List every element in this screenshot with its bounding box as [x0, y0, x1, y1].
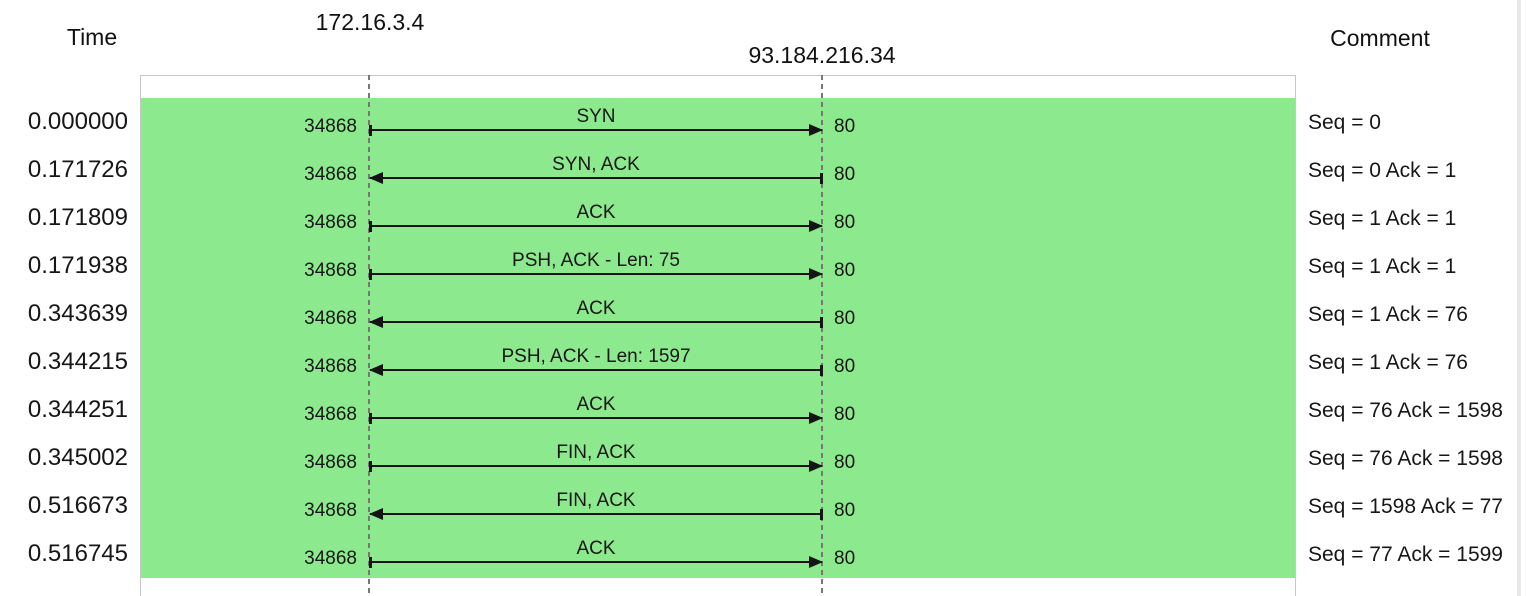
node-lifeline-client	[368, 75, 370, 596]
time-label: 0.516745	[27, 540, 128, 567]
origin-tick	[820, 509, 823, 520]
seq-ack-comment: Seq = 1598 Ack = 77	[1308, 495, 1503, 518]
packet-arrow[interactable]	[369, 460, 823, 472]
node-header-server-ip: 93.184.216.34	[748, 42, 896, 68]
src-port-label: 34868	[304, 212, 357, 233]
dst-port-label: 80	[834, 116, 856, 137]
seq-ack-comment: Seq = 77 Ack = 1599	[1308, 543, 1503, 566]
src-port-label: 34868	[304, 116, 357, 137]
dst-port-label: 80	[834, 404, 856, 425]
arrowhead-icon	[809, 412, 823, 424]
tcp-flags-label: FIN, ACK	[556, 490, 636, 511]
dst-port-label: 80	[834, 548, 856, 569]
arrowhead-icon	[809, 220, 823, 232]
seq-ack-comment: Seq = 76 Ack = 1598	[1308, 447, 1503, 470]
arrowhead-icon	[809, 460, 823, 472]
packet-arrow[interactable]	[369, 268, 823, 280]
origin-tick	[369, 221, 372, 232]
src-port-label: 34868	[304, 500, 357, 521]
time-label: 0.171809	[27, 204, 128, 231]
arrowhead-icon	[369, 364, 383, 376]
tcp-flags-label: SYN	[576, 106, 616, 127]
packet-arrow[interactable]	[369, 556, 823, 568]
node-lifeline-server	[821, 75, 823, 596]
packet-arrow[interactable]	[369, 220, 823, 232]
arrowhead-icon	[809, 268, 823, 280]
arrowhead-icon	[369, 508, 383, 520]
column-header-time: Time	[66, 24, 118, 50]
dst-port-label: 80	[834, 212, 856, 233]
src-port-label: 34868	[304, 260, 357, 281]
time-label: 0.343639	[27, 300, 128, 327]
src-port-label: 34868	[304, 404, 357, 425]
seq-ack-comment: Seq = 0	[1308, 111, 1381, 134]
packet-arrow[interactable]	[369, 316, 823, 328]
time-label: 0.344251	[27, 396, 128, 423]
dst-port-label: 80	[834, 356, 856, 377]
time-label: 0.344215	[27, 348, 128, 375]
tcp-flags-label: SYN, ACK	[552, 154, 640, 175]
time-label: 0.000000	[27, 108, 128, 135]
time-label: 0.171938	[27, 252, 128, 279]
time-label: 0.171726	[27, 156, 128, 183]
seq-ack-comment: Seq = 1 Ack = 76	[1308, 303, 1468, 326]
origin-tick	[369, 269, 372, 280]
src-port-label: 34868	[304, 548, 357, 569]
dst-port-label: 80	[834, 260, 856, 281]
origin-tick	[369, 557, 372, 568]
tcp-flags-label: ACK	[576, 202, 616, 223]
packet-arrow[interactable]	[369, 172, 823, 184]
tcp-flags-label: FIN, ACK	[556, 442, 636, 463]
origin-tick	[820, 317, 823, 328]
time-label: 0.516673	[27, 492, 128, 519]
packet-arrow[interactable]	[369, 364, 823, 376]
tcp-flags-label: ACK	[576, 538, 616, 559]
seq-ack-comment: Seq = 1 Ack = 1	[1308, 255, 1457, 278]
origin-tick	[369, 461, 372, 472]
node-header-client-ip: 172.16.3.4	[315, 9, 425, 35]
column-header-comment: Comment	[1330, 25, 1430, 51]
tcp-flags-label: ACK	[576, 394, 616, 415]
seq-ack-comment: Seq = 0 Ack = 1	[1308, 159, 1457, 182]
dst-port-label: 80	[834, 452, 856, 473]
arrowhead-icon	[809, 556, 823, 568]
dst-port-label: 80	[834, 500, 856, 521]
src-port-label: 34868	[304, 452, 357, 473]
src-port-label: 34868	[304, 308, 357, 329]
arrowhead-icon	[809, 124, 823, 136]
src-port-label: 34868	[304, 164, 357, 185]
tcp-flags-label: ACK	[576, 298, 616, 319]
arrowhead-icon	[369, 172, 383, 184]
origin-tick	[820, 173, 823, 184]
origin-tick	[369, 125, 372, 136]
seq-ack-comment: Seq = 1 Ack = 1	[1308, 207, 1457, 230]
tcp-flags-label: PSH, ACK - Len: 1597	[501, 346, 691, 367]
scrollbar-track[interactable]	[1517, 0, 1521, 596]
dst-port-label: 80	[834, 164, 856, 185]
dst-port-label: 80	[834, 308, 856, 329]
packet-arrow[interactable]	[369, 412, 823, 424]
origin-tick	[369, 413, 372, 424]
arrowhead-icon	[369, 316, 383, 328]
packet-arrow[interactable]	[369, 124, 823, 136]
seq-ack-comment: Seq = 1 Ack = 76	[1308, 351, 1468, 374]
time-label: 0.345002	[27, 444, 128, 471]
tcp-flags-label: PSH, ACK - Len: 75	[512, 250, 680, 271]
packet-arrow[interactable]	[369, 508, 823, 520]
src-port-label: 34868	[304, 356, 357, 377]
seq-ack-comment: Seq = 76 Ack = 1598	[1308, 399, 1503, 422]
origin-tick	[820, 365, 823, 376]
